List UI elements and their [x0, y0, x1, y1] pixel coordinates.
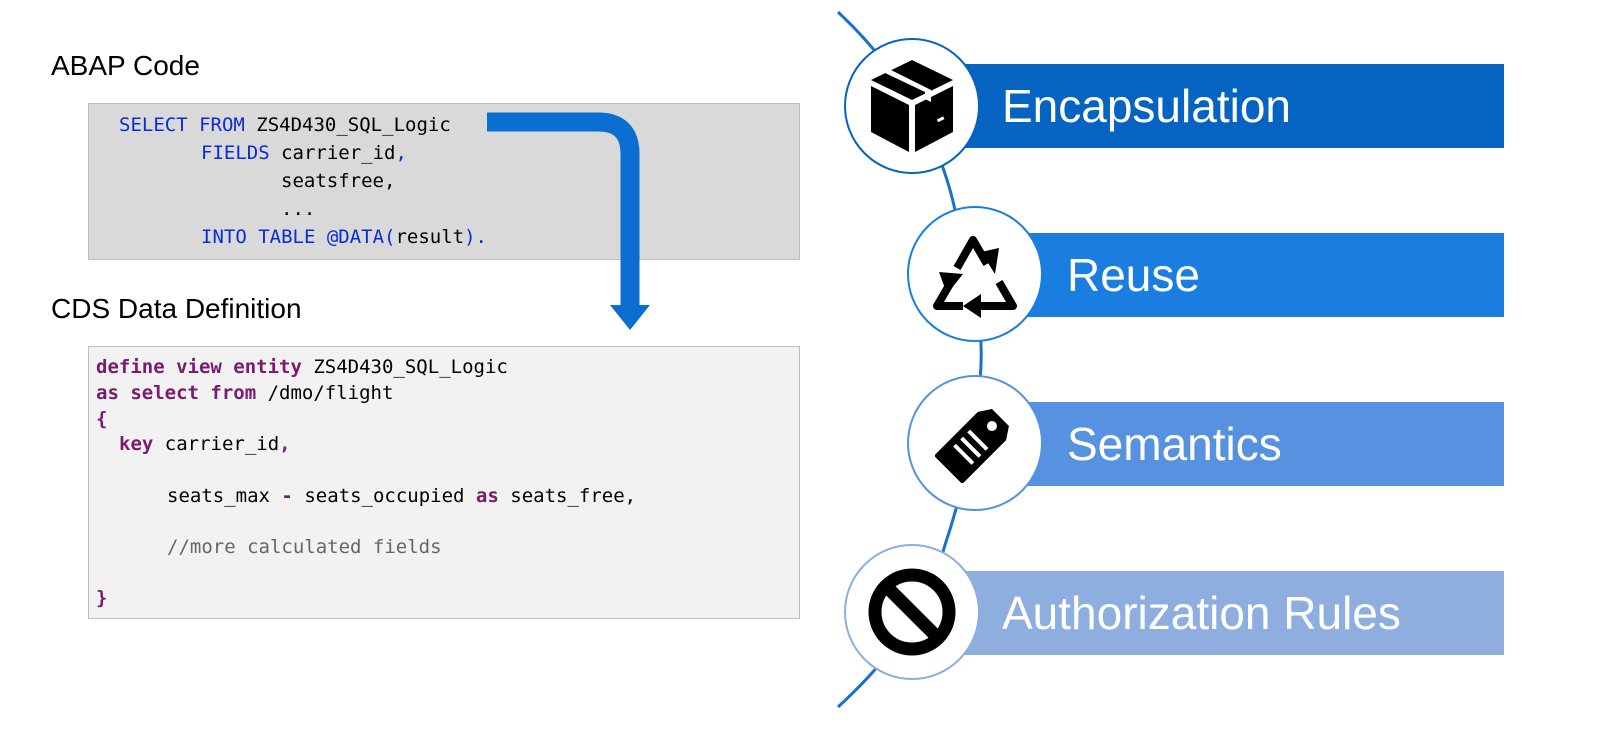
cds-comment: //more calculated fields	[167, 536, 442, 558]
feature-circle-authorization	[844, 544, 980, 680]
cds-keyword: as select from	[96, 382, 257, 404]
feature-label: Semantics	[1067, 418, 1282, 470]
cds-keyword: define view entity	[96, 356, 302, 378]
abap-keyword: FIELDS	[201, 142, 270, 164]
prohibited-icon	[868, 568, 956, 656]
cds-close-brace: }	[96, 587, 108, 609]
abap-variable: result	[395, 226, 465, 248]
cds-entity-name: ZS4D430_SQL_Logic	[313, 356, 508, 378]
feature-banner-authorization: Authorization Rules	[960, 571, 1504, 655]
flow-arrow-shaft	[487, 112, 640, 306]
cds-punct: ,	[279, 433, 291, 455]
cds-keyword: as	[475, 485, 499, 507]
feature-circle-semantics	[907, 375, 1043, 511]
abap-code-heading: ABAP Code	[51, 50, 200, 81]
cds-source: /dmo/flight	[267, 382, 394, 404]
feature-banner-semantics: Semantics	[1025, 402, 1504, 486]
recycle-icon	[933, 236, 1017, 318]
cds-open-brace: {	[96, 408, 108, 430]
cds-operator: -	[281, 485, 293, 507]
feature-banner-reuse: Reuse	[1025, 233, 1504, 317]
cds-code-block: define view entity ZS4D430_SQL_Logic as …	[88, 346, 800, 619]
feature-circle-reuse	[907, 206, 1043, 342]
feature-circle-encapsulation	[844, 38, 980, 174]
abap-keyword: SELECT FROM	[119, 114, 245, 136]
cds-definition-heading: CDS Data Definition	[51, 293, 302, 324]
cds-field: carrier_id	[164, 433, 280, 455]
abap-entity-name: ZS4D430_SQL_Logic	[256, 114, 451, 136]
abap-code-block: SELECT FROM ZS4D430_SQL_Logic FIELDS car…	[88, 103, 800, 260]
cds-field: seats_max	[167, 485, 270, 507]
price-tag-icon	[935, 409, 1009, 483]
feature-label: Authorization Rules	[1002, 587, 1401, 639]
feature-banner-encapsulation: Encapsulation	[960, 64, 1504, 148]
cds-alias: seats_free,	[510, 485, 637, 507]
abap-punct: ).	[464, 226, 487, 248]
feature-label: Reuse	[1067, 249, 1200, 301]
feature-label: Encapsulation	[1002, 80, 1291, 132]
cds-keyword: key	[119, 433, 154, 455]
abap-punct: ,	[395, 142, 407, 164]
package-box-icon	[871, 60, 953, 152]
abap-field: seatsfree,	[281, 170, 396, 192]
cds-field: seats_occupied	[304, 485, 465, 507]
flow-arrow-head	[610, 305, 650, 330]
abap-field: carrier_id	[281, 142, 396, 164]
abap-ellipsis: ...	[281, 198, 316, 220]
abap-keyword: INTO TABLE @DATA(	[201, 226, 396, 248]
